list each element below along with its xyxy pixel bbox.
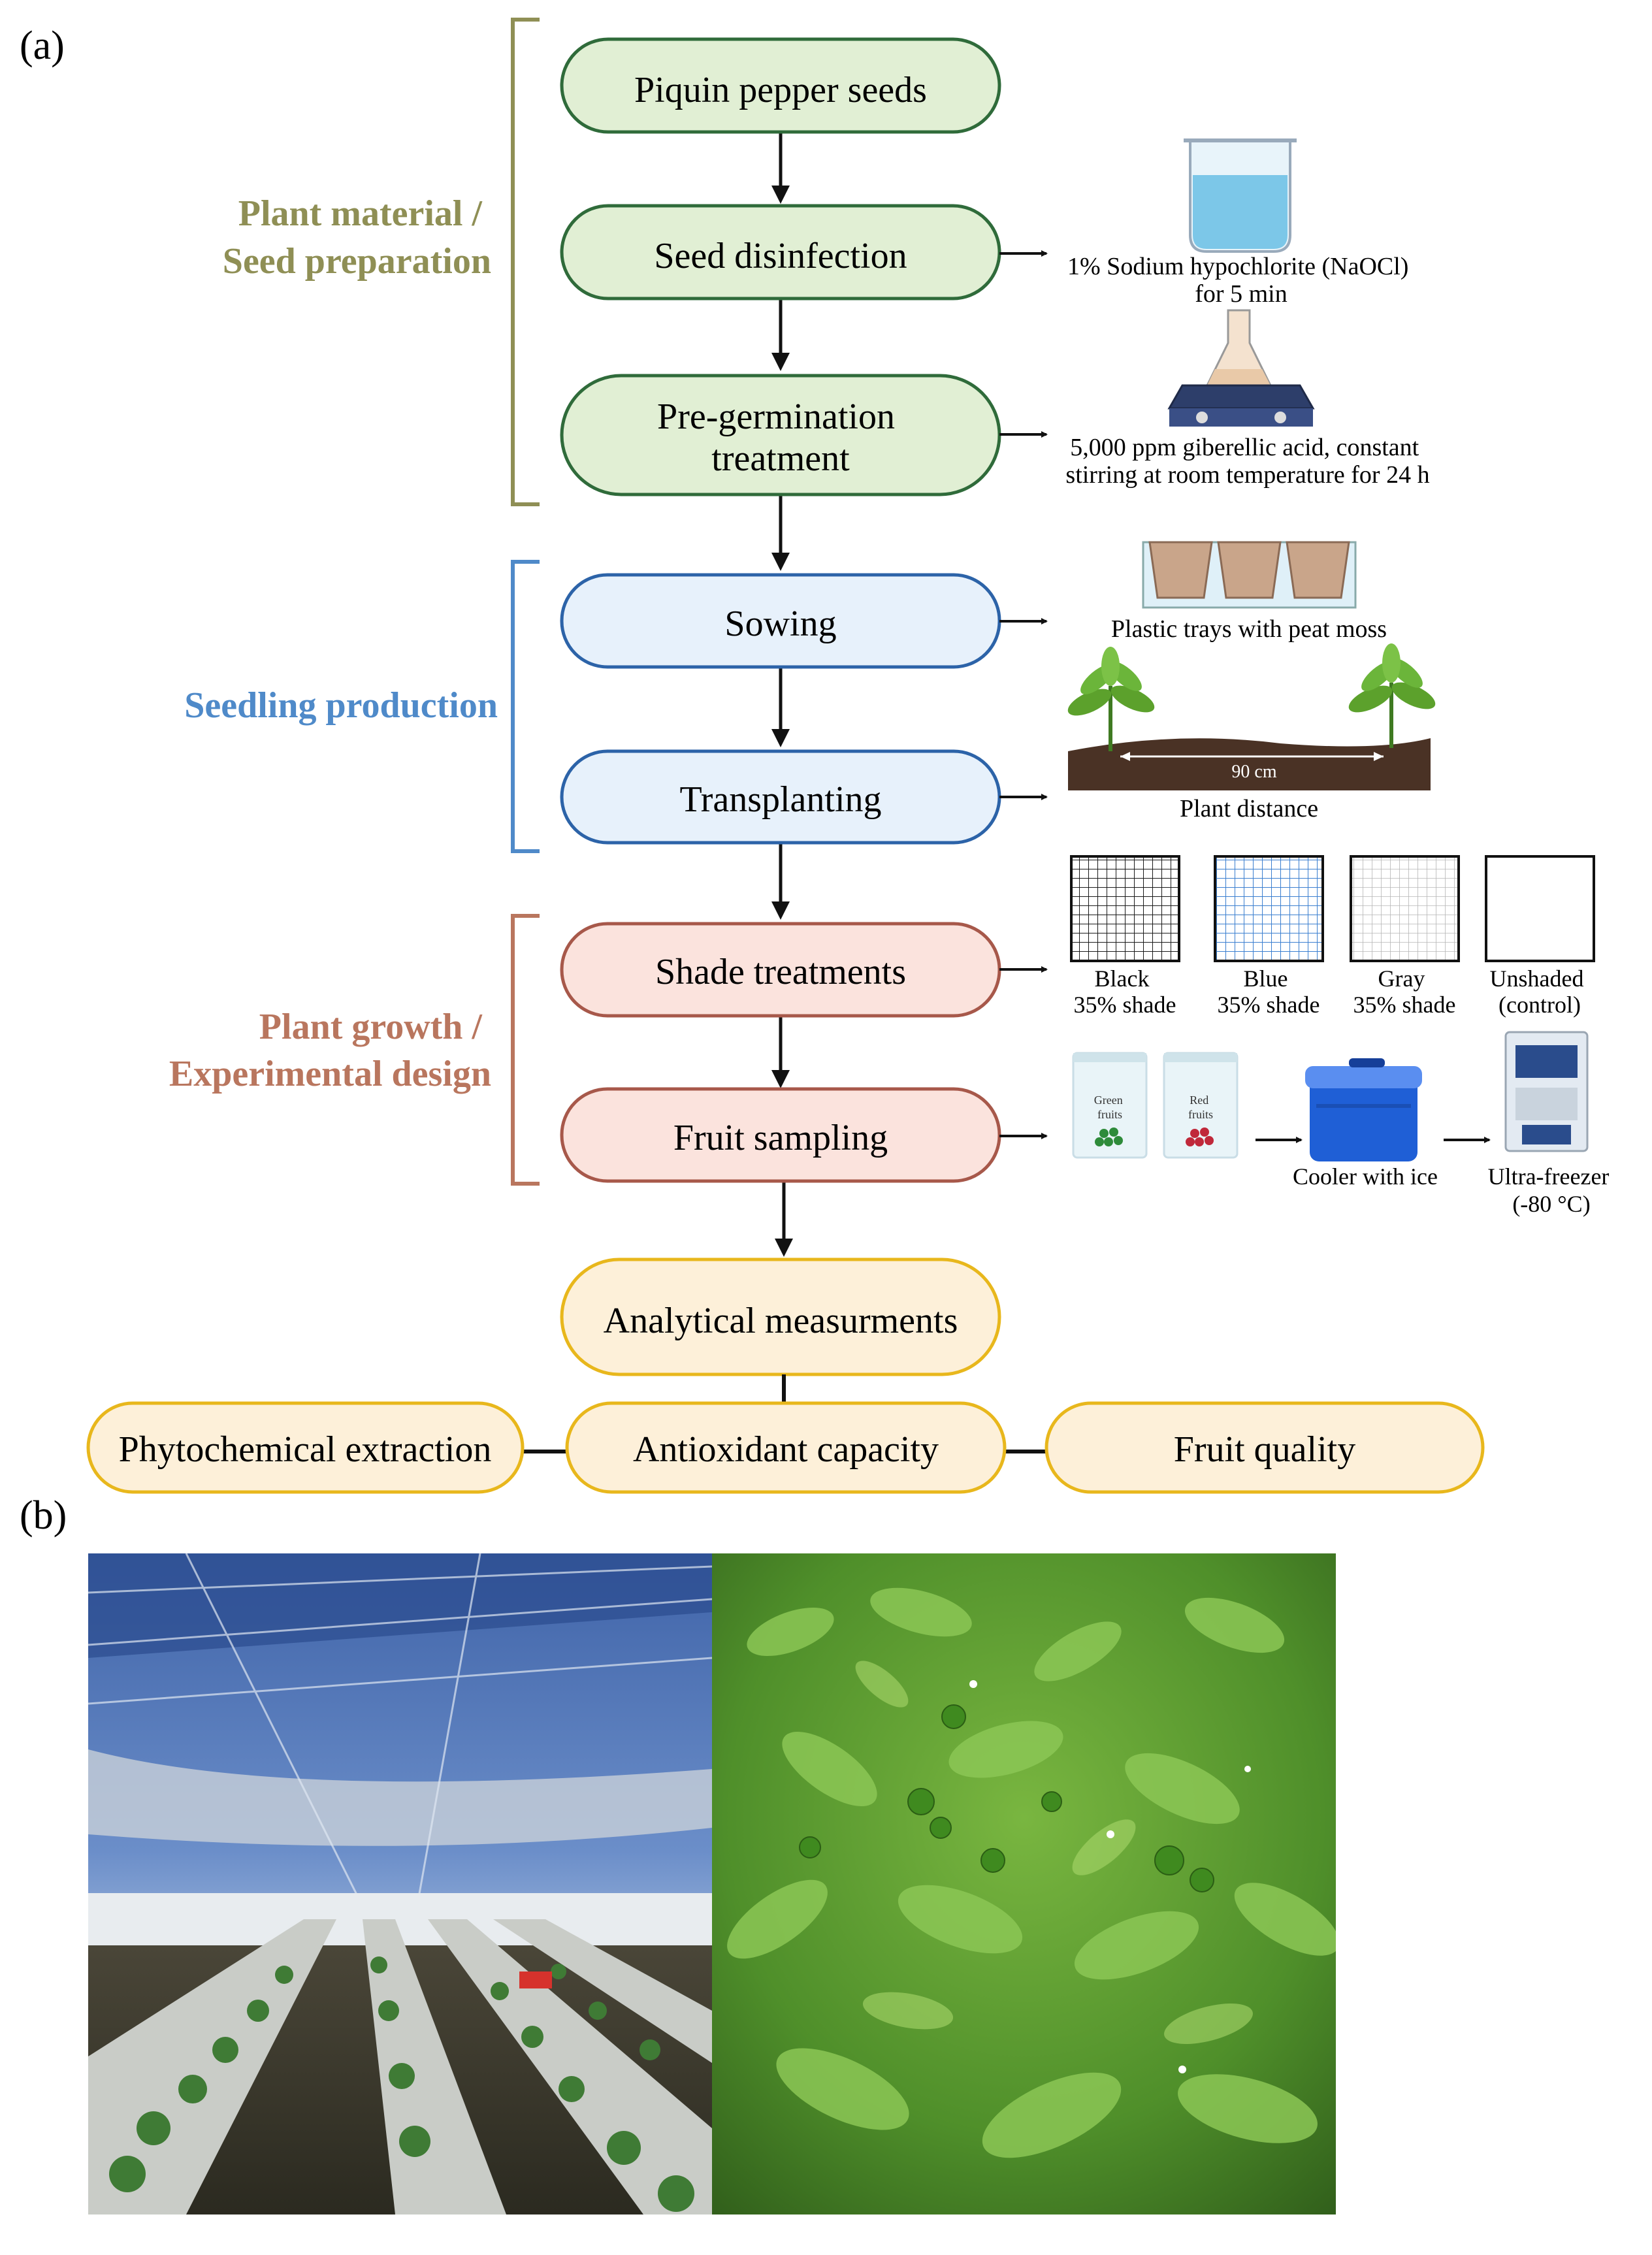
- group-label-plant-growth: Plant growth / Experimental design: [169, 1007, 491, 1094]
- pepper-plant-right-icon: [1348, 643, 1436, 748]
- panel-label-b: (b): [20, 1493, 67, 1538]
- note-disinfection: 1% Sodium hypochlorite (NaOCl) for 5 min: [1067, 253, 1415, 308]
- group-label-seedling: Seedling production: [184, 685, 498, 726]
- shade-swatch-blue: [1214, 855, 1324, 962]
- greenhouse-photo: [88, 1553, 712, 2214]
- side-arrows: [999, 250, 1491, 1143]
- note-sowing: Plastic trays with peat moss: [1111, 615, 1387, 643]
- step-transplanting: Transplanting: [560, 749, 1001, 845]
- svg-text:Seed disinfection: Seed disinfection: [654, 236, 907, 276]
- green-fruit-bag-icon: Green fruits: [1072, 1052, 1148, 1159]
- magnetic-stirrer-icon: [1167, 309, 1315, 427]
- svg-text:Fruit sampling: Fruit sampling: [673, 1118, 888, 1158]
- svg-text:Pre-germination treatmen: Pre-germination treatment: [657, 397, 904, 479]
- red-fruit-bag-icon: Red fruits: [1163, 1052, 1239, 1159]
- step-antioxidant: Antioxidant capacity: [565, 1401, 1007, 1494]
- svg-text:Green fruits: Green fruits: [1094, 1094, 1126, 1121]
- step-seeds: Piquin pepper seeds: [560, 37, 1001, 134]
- bracket-seedling: [511, 560, 540, 853]
- note-cooler: Cooler with ice: [1293, 1163, 1438, 1190]
- step-phytochemical: Phytochemical extraction: [86, 1401, 525, 1494]
- plant-distance-icon: 90 cm: [1067, 643, 1436, 790]
- workflow-diagram: (a) Plant material / Seed preparation Se…: [20, 18, 1615, 1538]
- shade-label-blue: Blue 35% shade: [1218, 965, 1320, 1018]
- svg-text:Shade treatments: Shade treatments: [655, 952, 906, 992]
- svg-text:Piquin pepper seeds: Piquin pepper seeds: [634, 70, 927, 110]
- pepper-plants-photo: [712, 1553, 1336, 2214]
- note-pregermination: 5,000 ppm giberellic acid, constant stir…: [1065, 434, 1429, 489]
- group-label-plant-material: Plant material / Seed preparation: [223, 193, 491, 282]
- svg-text:Analytical measurments: Analytical measurments: [604, 1301, 958, 1341]
- step-shade: Shade treatments: [560, 922, 1001, 1018]
- svg-text:Antioxidant capacity: Antioxidant capacity: [633, 1429, 939, 1470]
- beaker-icon: [1184, 138, 1297, 253]
- cooler-icon: [1305, 1058, 1422, 1161]
- step-disinfection: Seed disinfection: [560, 204, 1001, 300]
- step-analytical: Analytical measurments: [560, 1257, 1001, 1376]
- step-fruit-quality: Fruit quality: [1045, 1401, 1485, 1494]
- shade-label-black: Black 35% shade: [1074, 965, 1176, 1018]
- flow-arrows: [771, 132, 793, 1257]
- panel-label-a: (a): [20, 24, 65, 68]
- shade-swatch-black: [1070, 855, 1180, 962]
- shade-label-gray: Gray 35% shade: [1353, 965, 1456, 1018]
- step-sowing: Sowing: [560, 573, 1001, 669]
- shade-swatch-unshaded: [1485, 855, 1595, 962]
- pepper-plant-left-icon: [1067, 647, 1155, 751]
- svg-text:Red fruits: Red fruits: [1188, 1094, 1213, 1121]
- svg-text:Transplanting: Transplanting: [679, 779, 881, 820]
- distance-value: 90 cm: [1231, 762, 1276, 782]
- shade-swatch-gray: [1350, 855, 1460, 962]
- svg-text:Fruit quality: Fruit quality: [1174, 1429, 1355, 1470]
- step-fruit-sampling: Fruit sampling: [560, 1087, 1001, 1183]
- seedling-trays-icon: [1142, 541, 1357, 609]
- bracket-plant-growth: [511, 914, 540, 1186]
- svg-text:Phytochemical extraction: Phytochemical extraction: [119, 1429, 492, 1470]
- note-freezer: Ultra-freezer (-80 °C): [1488, 1163, 1615, 1217]
- svg-text:Sowing: Sowing: [724, 604, 836, 644]
- ultra-freezer-icon: [1504, 1031, 1589, 1152]
- bracket-plant-material: [511, 18, 540, 506]
- step-pregermination: Pre-germination treatment: [560, 374, 1001, 496]
- shade-label-unshaded: Unshaded (control): [1490, 965, 1590, 1018]
- note-transplanting: Plant distance: [1180, 795, 1318, 822]
